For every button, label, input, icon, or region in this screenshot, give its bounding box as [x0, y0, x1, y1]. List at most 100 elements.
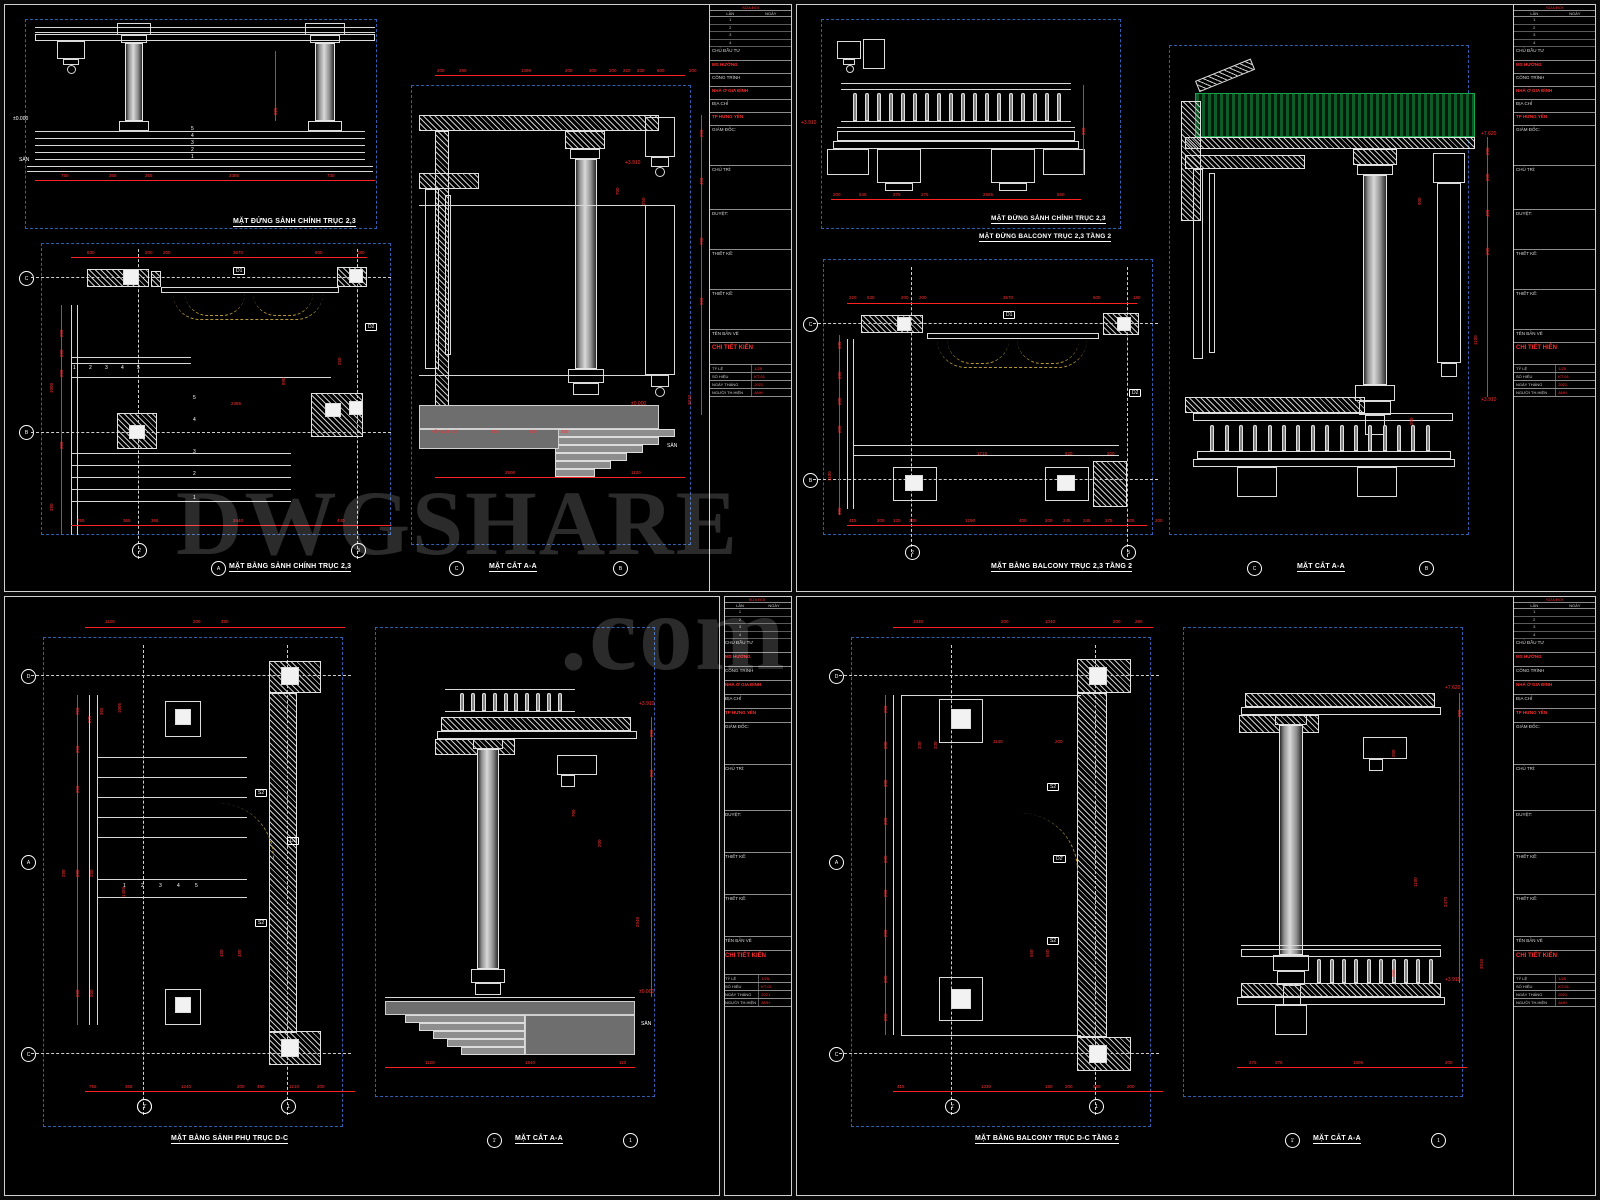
grid-tag-B: B — [613, 561, 628, 576]
section-marker-icon: A — [829, 855, 844, 870]
field-label-director: GIÁM ĐỐC: — [725, 723, 791, 765]
view-caption: MẶT BẰNG SẢNH CHÍNH TRỤC 2,3 — [229, 563, 352, 572]
plan-viewport-frame — [41, 243, 391, 535]
slab-tag-S2b: S2 — [255, 919, 268, 927]
footer-key: NGƯỜI TH.HIỆN — [1514, 999, 1557, 1006]
grid-tag-D: D — [829, 669, 844, 684]
field-label-lead: CHỦ TRÌ: — [725, 765, 791, 811]
field-label-drawingname: TÊN BẢN VẼ — [725, 937, 791, 951]
revision-row: 1 — [738, 609, 742, 614]
grid-tag-C: C — [21, 1047, 36, 1062]
field-label-design1: THIẾT KẾ: — [1514, 250, 1595, 290]
revision-row: 4 — [738, 631, 742, 637]
field-label-address: ĐỊA CHỈ — [725, 695, 791, 709]
revision-col-1: NGÀY — [1569, 603, 1581, 608]
title-block: SỬA ĐỔI LẦN NGÀY 1 2 3 4 CHỦ ĐẦU TƯ MS H… — [725, 597, 791, 1195]
footer-value: KT-01 — [761, 984, 772, 989]
grid-tag-C: C — [19, 271, 34, 286]
view-caption: MẶT ĐỨNG SẢNH CHÍNH TRỤC 2,3 — [233, 218, 357, 227]
sheet-1: 5 4 3 2 1 ±0.000 SÀN 825 750 365 365 238… — [4, 4, 792, 592]
view-caption: MẶT BẰNG BALCONY TRỤC 2,3 TẦNG 2 — [991, 563, 1133, 572]
field-label-address: ĐỊA CHỈ — [1514, 695, 1595, 709]
field-label-approve: DUYỆT: — [710, 210, 791, 250]
footer-key: TỶ LỆ — [1514, 975, 1557, 982]
door-tag-D1: D1 — [1003, 311, 1016, 319]
revision-row: 3 — [1533, 624, 1536, 629]
field-value-address: TP HƯNG YÊN — [1514, 113, 1595, 126]
footer-value: 1/25 — [761, 976, 770, 981]
revision-title: SỬA ĐỔI — [1546, 5, 1563, 10]
view-caption: MẶT CẮT A-A — [489, 563, 537, 572]
field-label-investor: CHỦ ĐẦU TƯ — [725, 639, 791, 653]
field-label-director: GIÁM ĐỐC: — [1514, 723, 1595, 765]
field-label-project: CÔNG TRÌNH — [1514, 74, 1595, 87]
slab-tag-S2: S2 — [255, 789, 268, 797]
revision-title: SỬA ĐỔI — [742, 5, 759, 10]
sheet-4: D C 1' 1 A S2 S2 D2' 1330 200 1040 200 2… — [796, 596, 1596, 1196]
door-tag-D1: D1 — [233, 267, 246, 275]
grid-tag-B: B — [1419, 561, 1434, 576]
footer-value: 1/25 — [1558, 976, 1567, 981]
revision-title: SỬA ĐỔI — [748, 597, 766, 602]
footer-key: SỐ HIỆU — [710, 373, 753, 380]
field-label-address: ĐỊA CHỈ — [710, 100, 791, 113]
view-caption: MẶT CẮT A-A — [1313, 1135, 1361, 1144]
grid-tag-1: 1 — [623, 1133, 638, 1148]
revision-row: 3 — [738, 624, 742, 629]
footer-key: NGƯỜI TH.HIỆN — [725, 999, 760, 1006]
field-value-address: TP HƯNG YÊN — [1514, 709, 1595, 723]
grid-tag-C: C — [829, 1047, 844, 1062]
balustrade — [457, 693, 565, 711]
revision-row: 2 — [1533, 24, 1536, 30]
revision-col-1: NGÀY — [768, 603, 780, 608]
revision-row: 2 — [1533, 616, 1536, 622]
footer-value: 2021 — [754, 382, 764, 387]
grid-tag-1p: 1' — [945, 1099, 960, 1114]
field-value-address: TP HƯNG YÊN — [725, 709, 791, 723]
revision-table: SỬA ĐỔI LẦN NGÀY 1 2 3 4 — [725, 597, 791, 639]
view-caption: MẶT BẰNG BALCONY TRỤC D-C TẦNG 2 — [975, 1135, 1119, 1144]
grid-tag-1p: 1' — [487, 1133, 502, 1148]
field-label-approve: DUYỆT: — [1514, 210, 1595, 250]
field-label-approve: DUYỆT: — [1514, 811, 1595, 853]
footer-key: NGÀY THÁNG — [725, 991, 760, 998]
field-label-lead: CHỦ TRÌ: — [1514, 765, 1595, 811]
field-label-project: CÔNG TRÌNH — [1514, 667, 1595, 681]
revision-row: 4 — [1533, 631, 1536, 637]
view-caption: MẶT CẮT A-A — [1297, 563, 1345, 572]
view-caption: MẶT BẰNG SẢNH PHỤ TRỤC D-C — [171, 1135, 289, 1144]
field-label-design2: THIẾT KẾ: — [1514, 290, 1595, 330]
drawing-name: CHI TIẾT KIẾN — [710, 343, 791, 365]
footer-value: ANH — [1558, 390, 1567, 395]
field-value-project: NHÀ Ở GIA ĐÌNH — [1514, 681, 1595, 695]
revision-col-0: LẦN — [1530, 11, 1539, 16]
roof-tile-hatch — [1195, 93, 1475, 137]
footer-value: 2021 — [1558, 992, 1568, 997]
field-label-drawingname: TÊN BẢN VẼ — [1514, 937, 1595, 951]
door-tag-D2: D2 — [365, 323, 378, 331]
slab-tag-S2: S2 — [1047, 783, 1060, 791]
section-marker-icon: A — [21, 855, 36, 870]
drawing-name: CHI TIẾT KIẾN — [1514, 951, 1595, 975]
footer-key: NGƯỜI TH.HIỆN — [710, 389, 753, 396]
footer-key: TỶ LỆ — [725, 975, 760, 982]
drawing-name: CHI TIẾT KIẾN — [725, 951, 791, 975]
title-block: SỬA ĐỔI LẦN NGÀY 1 2 3 4 CHỦ ĐẦU TƯ MS H… — [1513, 597, 1595, 1195]
revision-row: 1 — [1533, 609, 1536, 614]
balustrade — [1313, 959, 1437, 983]
view-caption: MẶT CẮT A-A — [515, 1135, 563, 1144]
revision-row: 4 — [1533, 39, 1536, 45]
section-marker-icon: A — [211, 561, 226, 576]
grid-tag-D: D — [21, 669, 36, 684]
section-viewport-frame — [1183, 627, 1463, 1097]
revision-row: 3 — [729, 32, 732, 37]
grid-tag-1: 1 — [1089, 1099, 1104, 1114]
field-value-investor: MS HƯỜNG — [710, 61, 791, 74]
footer-value: ANH — [754, 390, 763, 395]
footer-value: 1/25 — [1558, 366, 1567, 371]
grid-tag-1: 1 — [281, 1099, 296, 1114]
elevation-viewport-frame — [25, 19, 377, 229]
footer-value: 2021 — [1558, 382, 1568, 387]
field-value-investor: MS HƯỜNG — [1514, 653, 1595, 667]
revision-table: SỬA ĐỔI LẦN NGÀY 1 2 3 4 — [1514, 597, 1595, 639]
